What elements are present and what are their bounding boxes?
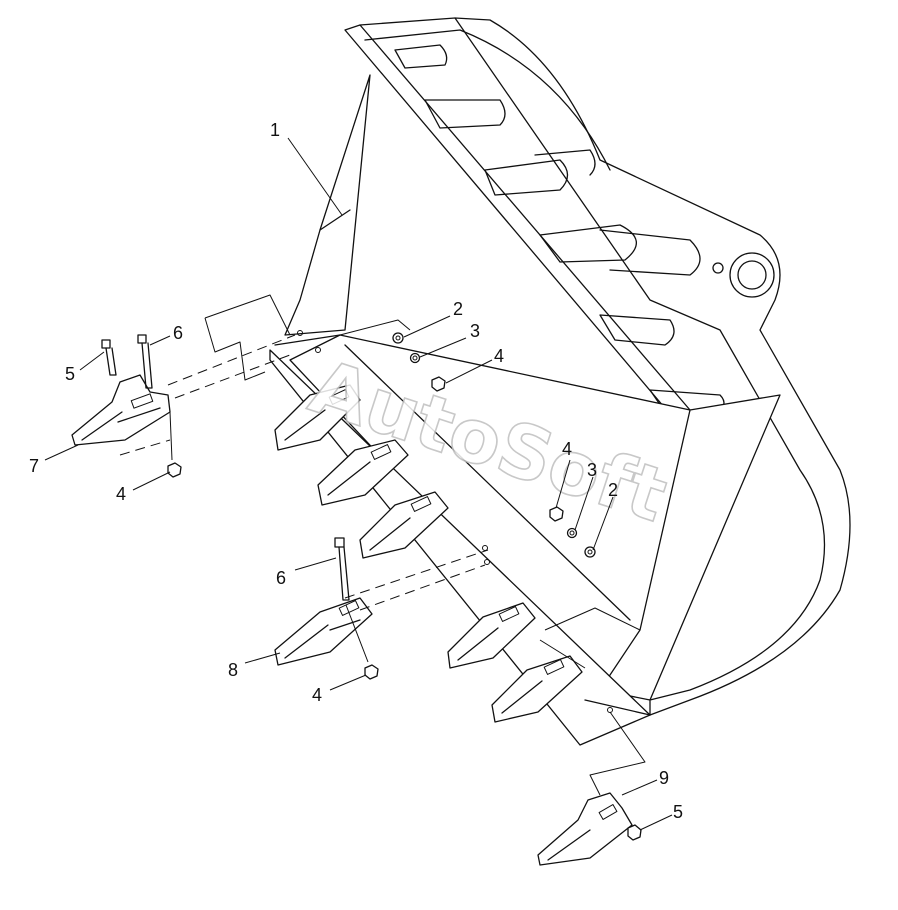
callout-3: 3 xyxy=(470,321,480,341)
tooth-icon xyxy=(274,384,361,451)
bolt-icon xyxy=(334,537,350,601)
callout-5: 5 xyxy=(673,802,683,822)
tooth-icon xyxy=(359,491,449,559)
nut-icon xyxy=(549,506,564,522)
callout-6: 6 xyxy=(276,568,286,588)
assembly-guides xyxy=(119,294,646,796)
washer-icon xyxy=(584,546,596,558)
corner-tooth-icon xyxy=(537,792,633,866)
fasteners-upper xyxy=(392,332,446,392)
fasteners-lower xyxy=(549,506,596,558)
callout-1: 1 xyxy=(270,120,280,140)
callout-8: 8 xyxy=(228,660,238,680)
callout-7: 7 xyxy=(29,456,39,476)
tooth-icon xyxy=(274,597,373,666)
callout-4: 4 xyxy=(494,346,504,366)
nut-icon xyxy=(364,664,379,680)
lock-washer-icon xyxy=(409,352,421,364)
callout-2: 2 xyxy=(453,299,463,319)
callout-4: 4 xyxy=(116,484,126,504)
callout-labels: 1 2 3 4 4 3 2 5 6 7 4 6 8 4 9 5 xyxy=(29,120,683,822)
callout-4: 4 xyxy=(562,439,572,459)
callout-5: 5 xyxy=(65,364,75,384)
washer-icon xyxy=(392,332,404,344)
corner-tooth-icon xyxy=(71,374,171,446)
callout-6: 6 xyxy=(173,323,183,343)
bolt-icon xyxy=(137,334,153,389)
nut-icon xyxy=(431,376,446,392)
tooth-icon xyxy=(317,439,409,506)
lock-washer-icon xyxy=(566,527,578,539)
bolt-icon xyxy=(101,339,117,376)
tooth-icon xyxy=(491,655,583,723)
callout-4: 4 xyxy=(312,685,322,705)
callout-9: 9 xyxy=(659,768,669,788)
mounted-teeth xyxy=(274,384,583,723)
callout-2: 2 xyxy=(608,480,618,500)
nut-icon xyxy=(167,462,182,478)
tooth-icon xyxy=(447,602,536,669)
callout-3: 3 xyxy=(587,460,597,480)
bolt-icon xyxy=(627,824,642,841)
leader-lines xyxy=(44,137,673,831)
